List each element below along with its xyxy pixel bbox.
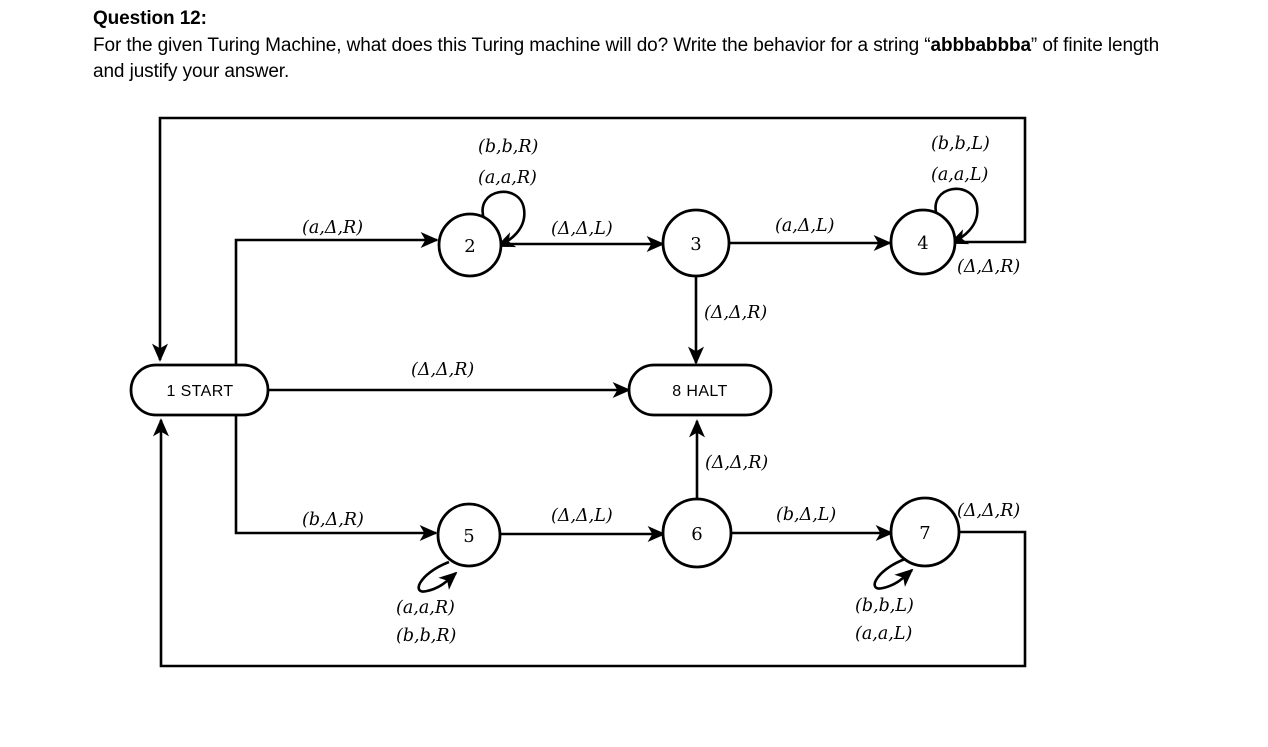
state-label-1: 1 START	[166, 383, 233, 400]
state-label-7: 7	[919, 523, 930, 544]
self-loop-4	[934, 187, 979, 245]
question-emphasis-string: abbbabbba	[930, 35, 1031, 56]
edge-4-to-1	[151, 116, 1027, 362]
edge-7-to-1	[152, 418, 1027, 668]
transition-label-3-4: (a,Δ,L)	[775, 216, 835, 236]
transition-label-1-2: (a,Δ,R)	[302, 218, 363, 238]
state-label-3: 3	[690, 234, 701, 255]
self-loop-2	[481, 190, 526, 248]
state-node-1-start[interactable]	[129, 363, 270, 417]
state-node-8-halt[interactable]	[627, 363, 773, 417]
transition-label-5-5-line1: (a,a,R)	[396, 598, 455, 618]
transition-label-7-7-line2: (a,a,L)	[855, 624, 912, 644]
question-text-part1: For the given Turing Machine, what does …	[93, 35, 931, 56]
state-label-4: 4	[917, 233, 928, 254]
state-label-8: 8 HALT	[672, 383, 727, 400]
transition-label-4-1: (Δ,Δ,R)	[957, 257, 1020, 277]
state-node-6[interactable]	[661, 497, 733, 569]
question-text: For the given Turing Machine, what does …	[93, 33, 1178, 85]
transition-label-3-8: (Δ,Δ,R)	[704, 303, 767, 323]
transition-label-6-7: (b,Δ,L)	[776, 505, 836, 525]
question-block: Question 12: For the given Turing Machin…	[93, 6, 1178, 85]
edge-1-to-2	[234, 231, 439, 365]
state-node-3[interactable]	[661, 208, 731, 278]
question-text-part2: ” of finite length and justify your answ…	[93, 35, 1160, 82]
state-node-2[interactable]	[437, 212, 503, 278]
question-title: Question 12:	[93, 8, 207, 29]
state-node-7[interactable]	[889, 496, 961, 568]
transition-label-7-1: (Δ,Δ,R)	[957, 501, 1020, 521]
state-node-5[interactable]	[436, 502, 502, 568]
transition-label-6-8: (Δ,Δ,R)	[705, 453, 768, 473]
self-loop-7	[873, 557, 914, 590]
transition-label-4-4-line2: (a,a,L)	[931, 165, 988, 185]
transition-label-4-4-line1: (b,b,L)	[931, 134, 990, 154]
state-label-5: 5	[463, 526, 474, 547]
state-label-2: 2	[464, 236, 475, 257]
self-loop-5	[417, 560, 458, 593]
transition-label-2-2-line2: (a,a,R)	[478, 168, 537, 188]
state-label-6: 6	[691, 524, 702, 545]
transition-label-1-8: (Δ,Δ,R)	[411, 360, 474, 380]
transition-label-5-6: (Δ,Δ,L)	[551, 506, 613, 526]
state-node-4[interactable]	[889, 208, 957, 276]
transition-label-2-2-line1: (b,b,R)	[478, 137, 539, 157]
edge-1-to-5	[234, 415, 438, 542]
transition-label-5-5-line2: (b,b,R)	[396, 626, 457, 646]
transition-label-1-5: (b,Δ,R)	[302, 510, 364, 530]
transition-label-2-3: (Δ,Δ,L)	[551, 219, 613, 239]
transition-label-7-7-line1: (b,b,L)	[855, 596, 914, 616]
